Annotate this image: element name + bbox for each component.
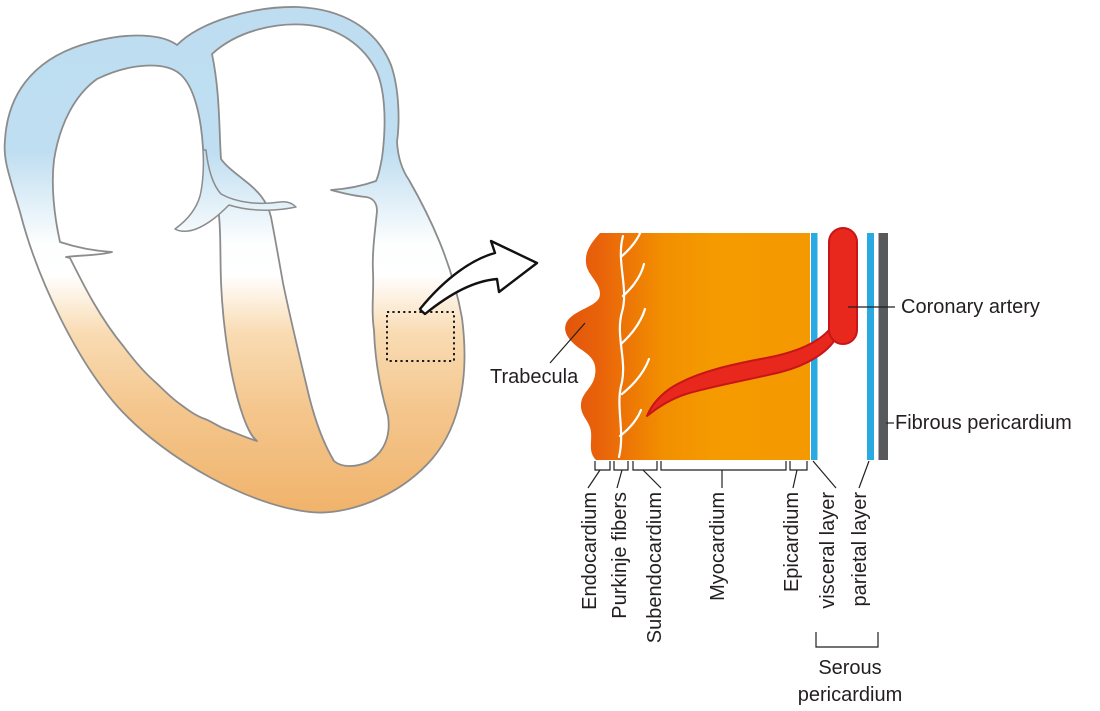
subendocardium-bracket xyxy=(632,461,658,471)
trabecula-label: Trabecula xyxy=(490,366,579,388)
coronary-artery-vessel xyxy=(646,227,858,417)
coronary-artery-trunk xyxy=(828,227,858,345)
visceral-leader xyxy=(812,460,837,489)
fibrous-pericardium-label: Fibrous pericardium xyxy=(895,412,1072,434)
heart-right-chamber xyxy=(211,23,390,467)
myocardium-bracket xyxy=(660,461,787,471)
heart-valve-flap xyxy=(174,149,297,232)
coronary-artery-label: Coronary artery xyxy=(901,296,1040,318)
purkinje-bracket xyxy=(613,461,629,471)
epicardium-bracket xyxy=(789,461,808,471)
serous-pericardium-label: Serous pericardium xyxy=(797,657,903,706)
leader-lines xyxy=(549,306,895,424)
myocardium-label: Myocardium xyxy=(707,492,729,601)
purkinje-leader xyxy=(616,469,623,489)
zoom-target-box xyxy=(386,311,455,362)
endocardium-bracket xyxy=(594,461,611,471)
parietal-leader xyxy=(858,460,870,489)
visceral-layer-label: visceral layer xyxy=(817,492,839,609)
endocardium-leader xyxy=(587,469,601,489)
subendocardium-label: Subendocardium xyxy=(644,492,666,644)
subendocardium-leader xyxy=(642,469,662,489)
endocardium-label: Endocardium xyxy=(579,492,601,610)
purkinje-fiber-lines xyxy=(617,229,651,459)
trabecula-leader xyxy=(549,322,586,364)
parietal-layer-stripe xyxy=(867,233,874,460)
heart-overview xyxy=(3,6,466,514)
layer-brackets xyxy=(587,460,879,648)
myocardium-block xyxy=(565,233,810,460)
magnifier-arrow xyxy=(418,239,539,316)
epicardium-label: Epicardium xyxy=(781,492,803,593)
fibrous-pericardium-stripe xyxy=(878,233,888,460)
coronary-artery-branch xyxy=(646,321,837,417)
purkinje-fibers-label: Purkinje fibers xyxy=(609,492,631,619)
parietal-layer-label: parietal layer xyxy=(849,492,871,607)
epicardium-leader xyxy=(792,469,798,489)
serous-bracket xyxy=(815,632,879,648)
